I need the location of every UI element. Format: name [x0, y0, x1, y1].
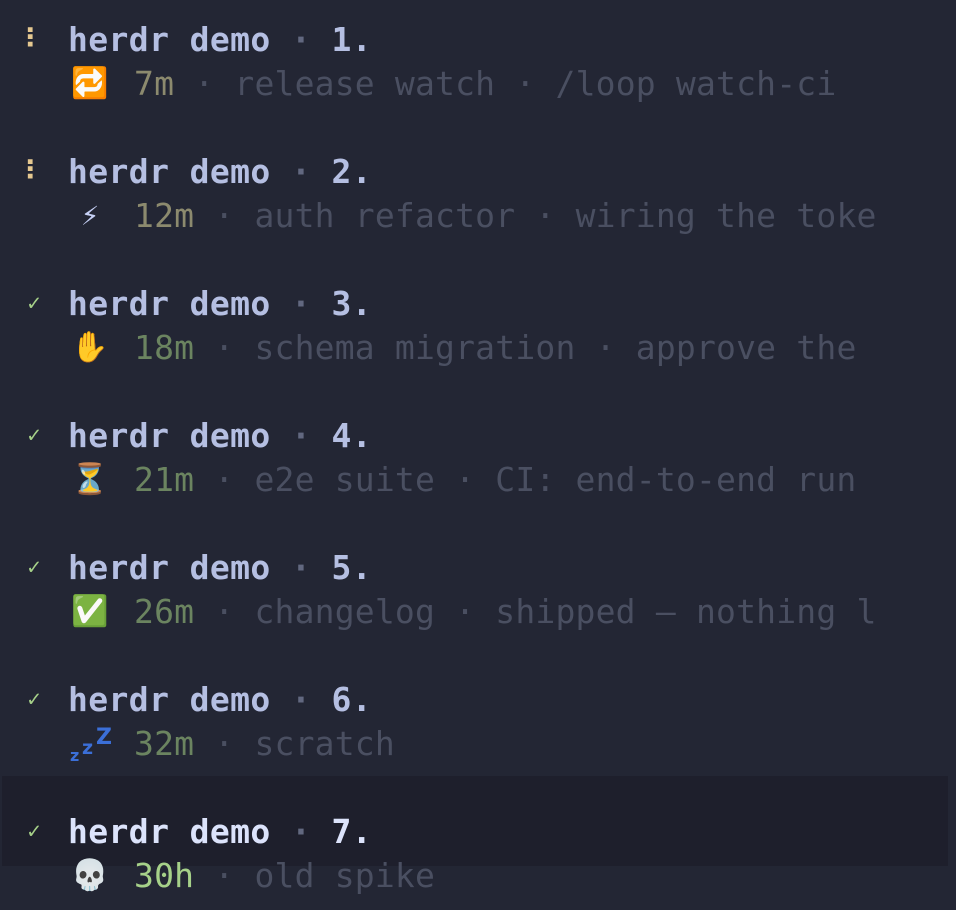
detail-separator: · [214, 460, 235, 499]
checkmark-icon: ✓ [27, 555, 41, 580]
title-separator: · [290, 284, 332, 323]
session-title: herdr demo · 5. [68, 546, 372, 590]
title-separator: · [290, 680, 332, 719]
session-detail: 21m · e2e suite · CI: end-to-end run [134, 458, 857, 502]
session-age: 32m [134, 724, 195, 763]
detail-separator: · [535, 196, 556, 235]
session-item[interactable]: ⠇ herdr demo · 2. ⚡ 12m · auth refactor … [2, 132, 948, 238]
spinner-icon: ⠇ [24, 157, 44, 187]
session-message: shipped — nothing l [495, 592, 877, 631]
session-index: 3. [331, 284, 373, 323]
title-separator: · [290, 548, 332, 587]
session-detail: 18m · schema migration · approve the [134, 326, 857, 370]
session-title: herdr demo · 4. [68, 414, 372, 458]
session-name-label: herdr demo [68, 812, 271, 851]
session-age: 21m [134, 460, 195, 499]
detail-separator: · [214, 724, 235, 763]
session-title: herdr demo · 2. [68, 150, 372, 194]
session-age: 7m [134, 64, 175, 103]
session-title: herdr demo · 7. [68, 810, 372, 854]
detail-separator: · [595, 328, 616, 367]
detail-separator: · [515, 64, 536, 103]
session-label: schema migration [254, 328, 576, 367]
session-name-label: herdr demo [68, 284, 271, 323]
session-age: 18m [134, 328, 195, 367]
session-label: release watch [234, 64, 496, 103]
session-title: herdr demo · 6. [68, 678, 372, 722]
session-message: wiring the toke [575, 196, 877, 235]
session-index: 1. [331, 20, 373, 59]
session-detail: 7m · release watch · /loop watch-ci [134, 62, 836, 106]
session-index: 7. [331, 812, 373, 851]
detail-separator: · [214, 196, 235, 235]
detail-separator: · [455, 460, 476, 499]
title-separator: · [290, 152, 332, 191]
session-message: /loop watch-ci [555, 64, 837, 103]
detail-separator: · [214, 856, 235, 895]
hourglass-icon: ⏳ [71, 462, 109, 497]
session-title: herdr demo · 3. [68, 282, 372, 326]
session-name-label: herdr demo [68, 548, 271, 587]
checkmark-icon: ✓ [27, 423, 41, 448]
title-separator: · [290, 812, 332, 851]
session-index: 6. [331, 680, 373, 719]
repeat-icon: 🔁 [71, 66, 109, 101]
detail-separator: · [194, 64, 215, 103]
session-detail: 32m · scratch [134, 722, 395, 766]
session-label: e2e suite [254, 460, 436, 499]
session-index: 4. [331, 416, 373, 455]
session-message: CI: end-to-end run [495, 460, 857, 499]
skull-icon: 💀 [71, 858, 109, 893]
session-title: herdr demo · 1. [68, 18, 372, 62]
session-detail: 30h · old spike [134, 854, 435, 898]
session-item[interactable]: ⠇ herdr demo · 1. 🔁 7m · release watch ·… [2, 0, 948, 106]
session-age: 30h [134, 856, 195, 895]
session-detail: 12m · auth refactor · wiring the toke [134, 194, 877, 238]
session-label: old spike [254, 856, 436, 895]
title-separator: · [290, 20, 332, 59]
detail-separator: · [214, 328, 235, 367]
session-message: approve the [635, 328, 857, 367]
checkmark-icon: ✓ [27, 819, 41, 844]
session-name-label: herdr demo [68, 680, 271, 719]
raised-hand-icon: ✋ [71, 330, 109, 365]
session-index: 5. [331, 548, 373, 587]
session-index: 2. [331, 152, 373, 191]
session-age: 12m [134, 196, 195, 235]
session-name-label: herdr demo [68, 152, 271, 191]
session-name-label: herdr demo [68, 416, 271, 455]
session-detail: 26m · changelog · shipped — nothing l [134, 590, 877, 634]
check-mark-icon: ✅ [71, 594, 109, 629]
session-age: 26m [134, 592, 195, 631]
spinner-icon: ⠇ [24, 25, 44, 55]
session-label: auth refactor [254, 196, 516, 235]
session-item[interactable]: ✓ herdr demo · 3. ✋ 18m · schema migrati… [2, 264, 948, 370]
session-label: scratch [254, 724, 395, 763]
session-item[interactable]: ✓ herdr demo · 5. ✅ 26m · changelog · sh… [2, 528, 948, 634]
detail-separator: · [455, 592, 476, 631]
session-label: changelog [254, 592, 436, 631]
session-name-label: herdr demo [68, 20, 271, 59]
detail-separator: · [214, 592, 235, 631]
lightning-icon: ⚡ [80, 198, 100, 233]
title-separator: · [290, 416, 332, 455]
session-item[interactable]: ✓ herdr demo · 7. 💀 30h · old spike [2, 776, 948, 895]
checkmark-icon: ✓ [27, 687, 41, 712]
checkmark-icon: ✓ [27, 291, 41, 316]
session-item[interactable]: ✓ herdr demo · 4. ⏳ 21m · e2e suite · CI… [2, 396, 948, 502]
